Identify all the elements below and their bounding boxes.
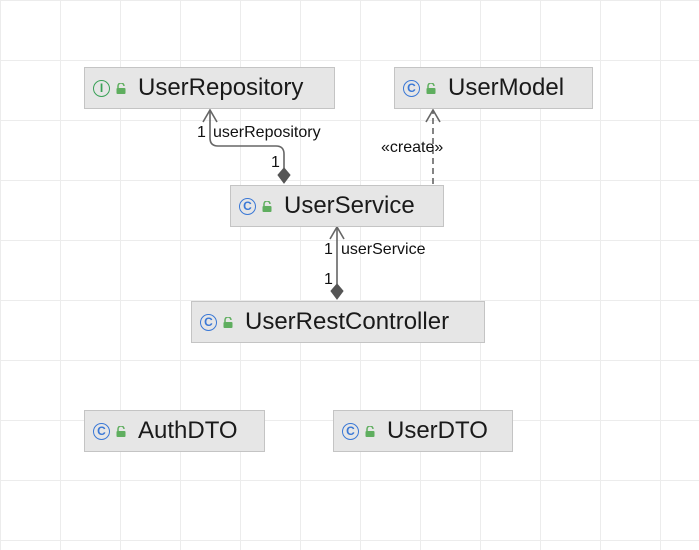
- node-user-rest-controller[interactable]: C UserRestController: [191, 301, 485, 343]
- class-icon: C: [200, 313, 217, 331]
- node-user-model[interactable]: C UserModel: [394, 67, 593, 109]
- node-auth-dto[interactable]: C AuthDTO: [84, 410, 265, 452]
- class-icon: C: [403, 79, 420, 97]
- class-icon: C: [93, 422, 110, 440]
- edge-controller-service-role: userService: [341, 241, 426, 258]
- edge-service-repository[interactable]: [202, 108, 291, 184]
- node-name: UserRestController: [245, 308, 450, 335]
- node-name: UserService: [284, 192, 415, 219]
- edge-controller-service[interactable]: [329, 225, 345, 300]
- lock-open-icon: [223, 316, 233, 328]
- lock-open-icon: [116, 425, 126, 437]
- composition-diamond: [277, 167, 291, 184]
- edge-service-model-stereotype: «create»: [381, 139, 444, 156]
- edge-service-repository-target-multiplicity: 1: [197, 124, 206, 141]
- lock-open-icon: [365, 425, 375, 437]
- node-user-dto[interactable]: C UserDTO: [333, 410, 513, 452]
- open-arrowhead: [329, 225, 345, 240]
- edge-service-repository-source-multiplicity: 1: [271, 154, 280, 171]
- edge-service-model[interactable]: [425, 108, 441, 184]
- lock-open-icon: [262, 200, 272, 212]
- edge-controller-service-source-multiplicity: 1: [324, 271, 333, 288]
- composition-diamond: [330, 283, 344, 300]
- lock-open-icon: [426, 82, 436, 94]
- interface-icon: I: [93, 79, 110, 97]
- class-icon: C: [239, 197, 256, 215]
- open-arrowhead: [202, 108, 218, 123]
- node-user-repository[interactable]: I UserRepository: [84, 67, 335, 109]
- edge-controller-service-target-multiplicity: 1: [324, 241, 333, 258]
- lock-open-icon: [116, 82, 126, 94]
- node-name: UserModel: [448, 74, 565, 101]
- node-user-service[interactable]: C UserService: [230, 185, 444, 227]
- node-name: UserRepository: [138, 74, 304, 101]
- node-name: UserDTO: [387, 417, 488, 444]
- edge-service-repository-role: userRepository: [213, 124, 321, 141]
- node-name: AuthDTO: [138, 417, 238, 444]
- open-arrowhead: [425, 108, 441, 123]
- class-icon: C: [342, 422, 359, 440]
